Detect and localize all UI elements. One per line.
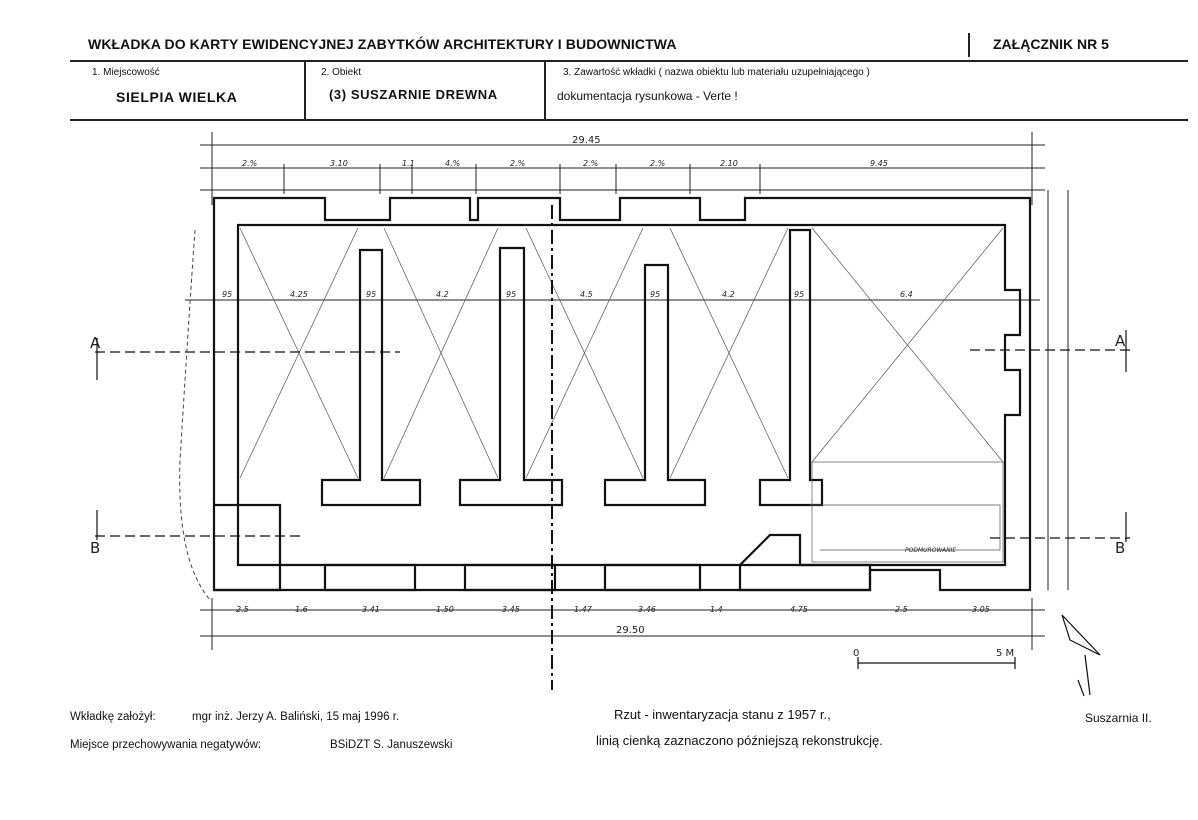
- dim-top-segment: 1.1: [402, 159, 415, 168]
- dim-bottom-segment: 1.50: [436, 605, 454, 614]
- dim-bottom-segment: 1.6: [295, 605, 308, 614]
- room-note: PODMUROWANIE: [905, 547, 956, 554]
- vertical-divider-1: [304, 61, 306, 119]
- dim-mid-segment: 95: [366, 290, 376, 299]
- dim-bottom-segment: 3.41: [362, 605, 380, 614]
- locality-value: SIELPIA WIELKA: [116, 89, 238, 105]
- sheet-name: Suszarnia II.: [1085, 711, 1152, 725]
- dim-bottom-segment: 3.05: [972, 605, 990, 614]
- dim-total-top: 29.45: [572, 135, 601, 146]
- vertical-divider-2: [544, 61, 546, 119]
- dim-top-segment: 2.10: [720, 159, 738, 168]
- dim-mid-segment: 4.2: [436, 290, 449, 299]
- vertical-divider-annex: [968, 33, 970, 57]
- dim-top-segment: 4.%: [445, 159, 460, 168]
- dim-bottom-segment: 2.5: [895, 605, 908, 614]
- fields-rule: [70, 119, 1188, 121]
- section-a-right: A: [1115, 332, 1126, 350]
- dim-bottom-segment: 3.45: [502, 605, 520, 614]
- section-a-left: A: [90, 334, 101, 352]
- section-b-right: B: [1115, 539, 1125, 557]
- dim-mid-segment: 4.5: [580, 290, 593, 299]
- dim-top-segment: 9.45: [870, 159, 888, 168]
- storage-label: Miejsce przechowywania negatywów:: [70, 739, 262, 751]
- founder-value: mgr inż. Jerzy A. Baliński, 15 maj 1996 …: [192, 711, 400, 723]
- scale-start: 0: [853, 648, 859, 659]
- dim-bottom-segment: 1.47: [574, 605, 593, 614]
- locality-label: 1. Miejscowość: [92, 67, 160, 78]
- dim-total-bottom: 29.50: [616, 625, 645, 636]
- drawing-caption-2: linią cienką zaznaczono późniejszą rekon…: [596, 733, 883, 748]
- dim-top-segment: 2.%: [650, 159, 665, 168]
- dim-top-segment: 3.10: [330, 159, 348, 168]
- dim-mid-segment: 95: [222, 290, 232, 299]
- storage-value: BSiDZT S. Januszewski: [330, 739, 453, 751]
- section-b-left: B: [90, 539, 100, 557]
- founder-label: Wkładkę założył:: [70, 711, 156, 723]
- scale-end: 5 M: [996, 648, 1014, 659]
- dim-top-segment: 2.%: [242, 159, 257, 168]
- drawing-caption-1: Rzut - inwentaryzacja stanu z 1957 r.,: [614, 707, 831, 722]
- dim-mid-segment: 95: [506, 290, 516, 299]
- dim-bottom-segment: 2.5: [236, 605, 249, 614]
- dim-mid-segment: 4.25: [290, 290, 308, 299]
- contents-value: dokumentacja rysunkowa - Verte !: [557, 89, 738, 103]
- document-title: WKŁADKA DO KARTY EWIDENCYJNEJ ZABYTKÓW A…: [88, 36, 677, 52]
- dim-mid-segment: 4.2: [722, 290, 735, 299]
- dim-bottom-segment: 4.75: [790, 605, 808, 614]
- header-rule: [70, 60, 1188, 62]
- annex-number: ZAŁĄCZNIK NR 5: [993, 36, 1109, 52]
- dim-bottom-segment: 1.4: [710, 605, 723, 614]
- contents-label: 3. Zawartość wkładki ( nazwa obiektu lub…: [563, 67, 870, 78]
- dim-top-segment: 2.%: [510, 159, 525, 168]
- object-label: 2. Obiekt: [321, 67, 362, 78]
- dim-top-segment: 2.%: [583, 159, 598, 168]
- dim-mid-segment: 6.4: [900, 290, 913, 299]
- object-value: (3) SUSZARNIE DREWNA: [329, 87, 498, 102]
- dim-bottom-segment: 3.46: [638, 605, 656, 614]
- dim-mid-segment: 95: [794, 290, 804, 299]
- dim-mid-segment: 95: [650, 290, 660, 299]
